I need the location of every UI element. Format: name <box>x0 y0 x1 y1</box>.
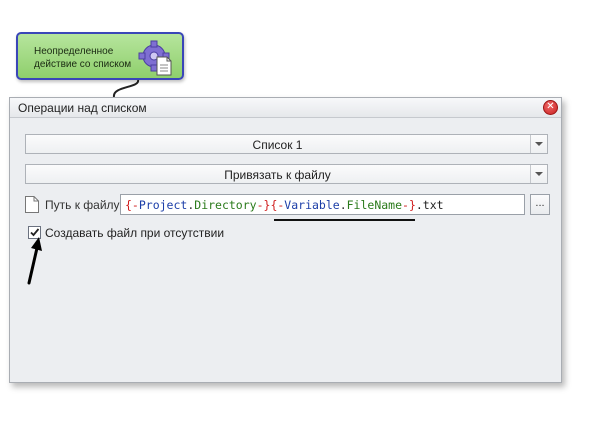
close-icon: ✕ <box>546 101 555 112</box>
path-token: -} <box>256 198 271 212</box>
dialog-titlebar[interactable]: Операции над списком ✕ <box>10 98 561 118</box>
dialog-title: Операции над списком <box>18 101 147 115</box>
close-button[interactable]: ✕ <box>543 100 558 115</box>
create-if-missing-label: Создавать файл при отсутствии <box>45 226 225 240</box>
checkmark-icon <box>30 228 40 237</box>
create-if-missing-checkbox[interactable] <box>28 226 41 239</box>
list-select-dropdown-button[interactable] <box>530 135 547 153</box>
path-token: . <box>187 198 195 212</box>
action-node-label: Неопределенное действие со списком <box>34 46 132 70</box>
list-select-value: Список 1 <box>252 138 303 152</box>
path-token: Project <box>138 198 188 212</box>
path-token: . <box>339 198 347 212</box>
path-token: Variable <box>284 198 340 212</box>
path-token: {- <box>125 198 139 212</box>
browse-button[interactable]: ... <box>530 194 550 215</box>
operation-select-value: Привязать к файлу <box>224 168 331 182</box>
path-token: .txt <box>415 198 444 212</box>
file-path-row: Путь к файлу {-Project.Directory-}{-Vari… <box>25 194 550 216</box>
path-token: -} <box>402 198 416 212</box>
list-operations-dialog: Операции над списком ✕ Список 1 Привязат… <box>9 97 562 383</box>
highlight-underline <box>274 219 415 221</box>
file-icon <box>25 196 39 213</box>
action-node[interactable]: Неопределенное действие со списком <box>16 32 184 80</box>
path-token: {- <box>270 198 285 212</box>
path-token: Directory <box>194 198 257 212</box>
chevron-down-icon <box>535 142 543 146</box>
gear-document-icon <box>138 40 172 76</box>
list-select[interactable]: Список 1 <box>25 134 548 154</box>
operation-select[interactable]: Привязать к файлу <box>25 164 548 184</box>
file-path-label: Путь к файлу <box>45 198 120 212</box>
path-token: FileName <box>346 198 403 212</box>
operation-select-dropdown-button[interactable] <box>530 165 547 183</box>
chevron-down-icon <box>535 172 543 176</box>
file-path-input[interactable]: {-Project.Directory-}{-Variable.FileName… <box>120 194 525 215</box>
